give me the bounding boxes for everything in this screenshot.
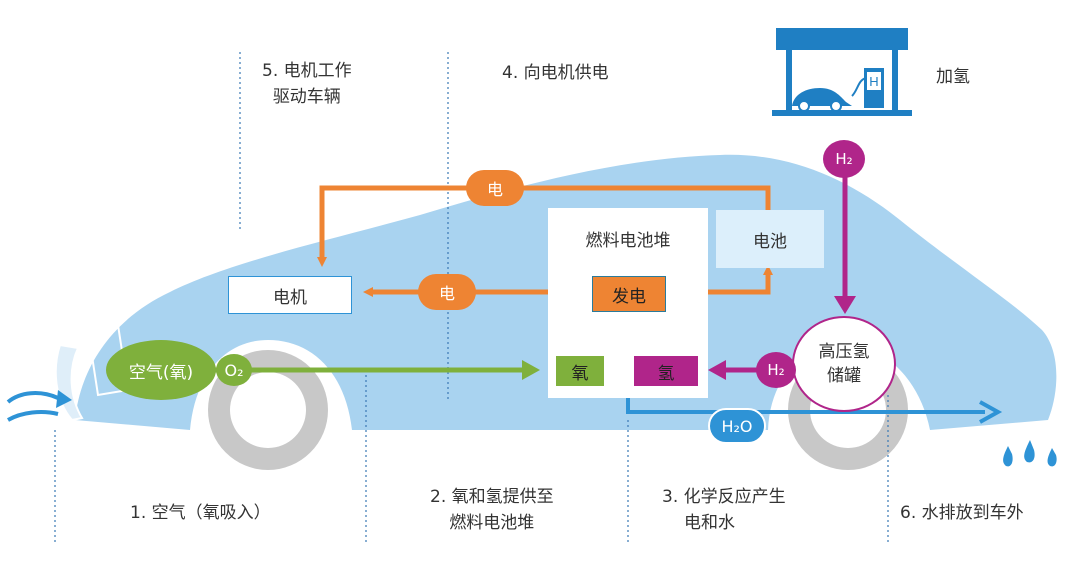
hydrogen-to-stack-arrowhead (708, 360, 726, 380)
station-label: 加氢 (936, 67, 970, 87)
step-2-label: 2. 氧和氢提供至 燃料电池堆 (430, 484, 554, 536)
h2-top-bubble: H₂ (823, 140, 865, 178)
hydrogen-tank: 高压氢 储罐 (792, 316, 896, 412)
step-3-label: 3. 化学反应产生 电和水 (662, 484, 786, 536)
step-6-label: 6. 水排放到车外 (900, 503, 1024, 523)
electricity-mid-pill: 电 (418, 274, 476, 310)
h2o-bubble: H₂O (708, 408, 766, 444)
o2-bubble: O₂ (216, 354, 252, 386)
front-wheel-hub (230, 372, 306, 448)
step-2-line-1: 2. 氧和氢提供至 (430, 487, 554, 507)
step-3-line-2: 电和水 (684, 513, 735, 533)
station-sign: H (869, 74, 878, 89)
air-intake-arrow-2 (7, 410, 59, 422)
air-intake-arrow (6, 391, 59, 404)
step-4-label: 4. 向电机供电 (502, 63, 609, 83)
step-3-line-1: 3. 化学反应产生 (662, 487, 786, 507)
generate-box: 发电 (592, 276, 666, 312)
hydrogen-station-icon (772, 28, 912, 116)
h2-side-bubble: H₂ (756, 352, 796, 388)
water-drops-icon (1003, 440, 1057, 467)
water-exhaust-arrowhead (979, 400, 1003, 424)
hydrogen-tank-line-1: 高压氢 (818, 342, 870, 362)
step-2-line-2: 燃料电池堆 (449, 513, 535, 533)
hydrogen-tank-line-2: 储罐 (827, 366, 861, 386)
oxygen-flow-arrowhead (522, 360, 540, 380)
motor-box: 电机 (228, 276, 352, 314)
air-oxygen-bubble: 空气(氧) (106, 340, 216, 400)
electricity-top-loop (317, 185, 771, 267)
oxygen-box: 氧 (556, 356, 604, 386)
step-dividers (54, 52, 889, 545)
hydrogen-box: 氢 (634, 356, 698, 386)
fuel-cell-stack-title: 燃料电池堆 (585, 231, 671, 251)
battery-box: 电池 (716, 210, 824, 268)
step-5-line-1: 5. 电机工作 (262, 61, 352, 81)
step-5-label: 5. 电机工作 驱动车辆 (262, 58, 352, 110)
air-intake-arrow-head (56, 390, 72, 408)
hydrogen-fill-arrowhead (834, 296, 856, 314)
step-5-line-2: 驱动车辆 (272, 87, 341, 107)
front-grille (54, 343, 84, 422)
step-1-label: 1. 空气（氧吸入） (130, 503, 271, 523)
electricity-top-pill: 电 (466, 170, 524, 206)
